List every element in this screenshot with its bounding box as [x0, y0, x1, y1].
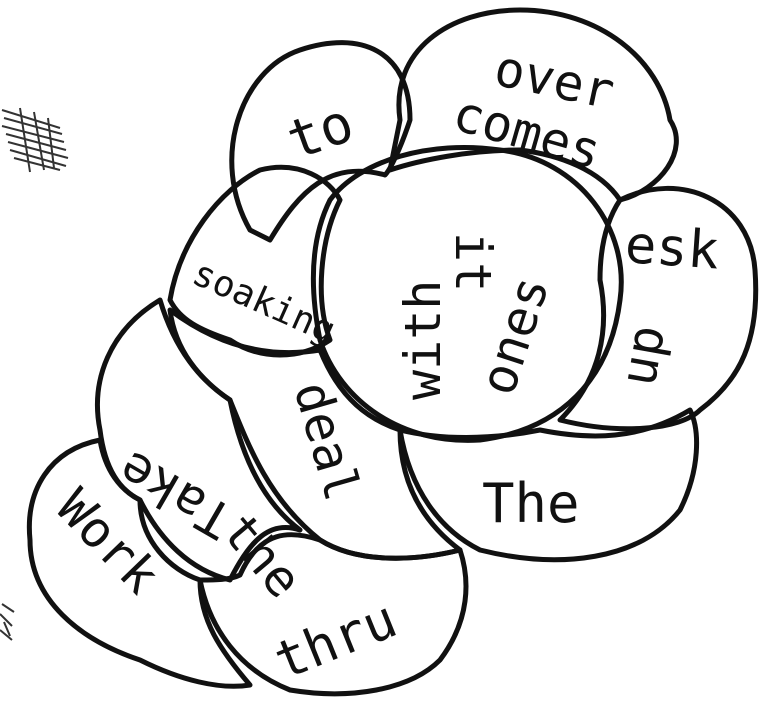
word-with: with: [394, 280, 452, 400]
word-thru: thru: [266, 590, 405, 693]
scribble-mark-top: [2, 108, 68, 172]
word-deal: deal: [282, 375, 371, 507]
lobe-center-with-it-ones: [313, 147, 621, 440]
word-the-right: The: [482, 472, 580, 535]
word-soaking: soaking: [186, 253, 341, 352]
word-it: it: [444, 232, 502, 292]
word-esk: esk: [623, 215, 721, 281]
word-up: up: [609, 321, 677, 390]
scribble-mark-bottom: [0, 604, 14, 640]
word-to: to: [279, 91, 362, 172]
